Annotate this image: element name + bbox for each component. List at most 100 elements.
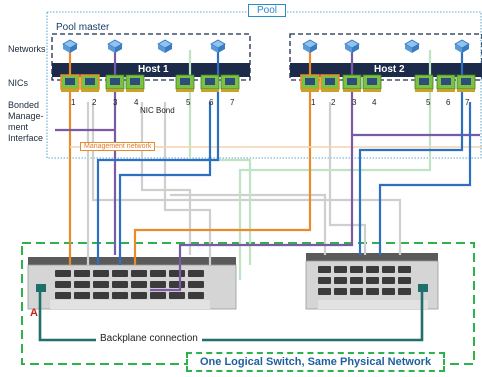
network-cable — [96, 50, 220, 265]
network-globe-icon — [302, 39, 318, 53]
host2-bar — [290, 63, 482, 77]
network-cable — [118, 102, 212, 265]
grey-cable — [163, 102, 212, 265]
nic-card — [362, 74, 382, 92]
nic-cards — [60, 74, 476, 92]
pool-master-label: Pool master — [56, 22, 110, 33]
switch-port — [169, 270, 185, 277]
switch-port — [93, 281, 109, 288]
switch-port — [188, 270, 204, 277]
switch-port — [169, 292, 185, 299]
switch-port — [112, 270, 128, 277]
switch-port — [55, 292, 71, 299]
switch-port — [188, 292, 204, 299]
switch-port — [150, 292, 166, 299]
switch-port — [382, 266, 395, 273]
management-label: Manage- — [8, 111, 44, 121]
nic-bond-label: NIC Bond — [140, 106, 175, 115]
bonded-nic-card — [300, 74, 320, 92]
pale-green-cable — [238, 50, 432, 280]
network-globe-icon — [454, 39, 470, 53]
ment-label: ment — [8, 122, 29, 132]
host1-label: Host 1 — [138, 64, 169, 75]
switch-port — [74, 270, 90, 277]
bond-cable — [350, 50, 480, 137]
h1-nic-num-6: 6 — [209, 98, 214, 107]
h2-nic-num-7: 7 — [465, 98, 470, 107]
switch-port — [334, 266, 347, 273]
switch-port — [382, 288, 395, 295]
switch-port — [74, 281, 90, 288]
nic-card — [436, 74, 456, 92]
switch-port — [131, 270, 147, 277]
switch-port — [398, 277, 411, 284]
h2-nic-num-5: 5 — [426, 98, 431, 107]
switch-port — [188, 281, 204, 288]
backplane-connection — [38, 292, 424, 342]
nic-card — [342, 74, 362, 92]
switch-port — [398, 266, 411, 273]
h1-nic-num-1: 1 — [71, 98, 76, 107]
switch-port — [382, 277, 395, 284]
switch-port — [131, 281, 147, 288]
h1-nic-num-2: 2 — [92, 98, 97, 107]
nic-card — [175, 74, 195, 92]
nic-card — [414, 74, 434, 92]
switch-port — [55, 270, 71, 277]
bonded-nic-card — [60, 74, 80, 92]
switch-port — [350, 266, 363, 273]
switch-port — [169, 281, 185, 288]
switch-port — [74, 292, 90, 299]
switch-port — [366, 288, 379, 295]
nic-card — [220, 74, 240, 92]
switch-ports — [36, 266, 428, 299]
interface-label: Interface — [8, 133, 44, 143]
nic-card — [105, 74, 125, 92]
switch-port — [55, 281, 71, 288]
network-globe-icon — [404, 39, 420, 53]
h1-nic-num-4: 4 — [134, 98, 139, 107]
switch-port — [334, 288, 347, 295]
uplink-port — [418, 284, 428, 292]
network-cable — [378, 102, 472, 255]
network-globe-icon — [210, 39, 226, 53]
h1-nic-num-5: 5 — [186, 98, 191, 107]
switch-port — [366, 266, 379, 273]
h2-nic-num-2: 2 — [331, 98, 336, 107]
nic-card — [200, 74, 220, 92]
grey-cable — [170, 193, 327, 255]
grey-cable — [328, 102, 367, 255]
switch-port — [398, 288, 411, 295]
networks-label: Networks — [8, 44, 46, 54]
network-globe-icon — [62, 39, 78, 53]
nic-card — [125, 74, 145, 92]
uplink-port — [36, 284, 46, 292]
nics-label: NICs — [8, 78, 28, 88]
switch-port — [150, 281, 166, 288]
network-globe-icon — [157, 39, 173, 53]
network-globe-icon — [344, 39, 360, 53]
switch-port — [131, 292, 147, 299]
h2-nic-num-3: 3 — [352, 98, 357, 107]
pale-green-cable — [188, 50, 252, 265]
bonded-label: Bonded — [8, 100, 40, 110]
host2-label: Host 2 — [374, 64, 405, 75]
backplane-label: Backplane connection — [96, 333, 202, 344]
h2-nic-num-1: 1 — [311, 98, 316, 107]
switch-port — [93, 292, 109, 299]
network-cable — [358, 50, 464, 255]
switch-port — [350, 277, 363, 284]
switch-port — [93, 270, 109, 277]
switch-port — [318, 277, 331, 284]
pool-label: Pool — [248, 4, 287, 17]
pool-master-frame — [51, 33, 251, 81]
switch-a-marker: A — [30, 307, 38, 319]
host2-frame — [289, 33, 482, 81]
management-network-label: Management network — [80, 142, 156, 151]
switch-port — [112, 281, 128, 288]
grey-cable — [91, 102, 402, 255]
network-icons — [62, 39, 470, 53]
switch-port — [112, 292, 128, 299]
